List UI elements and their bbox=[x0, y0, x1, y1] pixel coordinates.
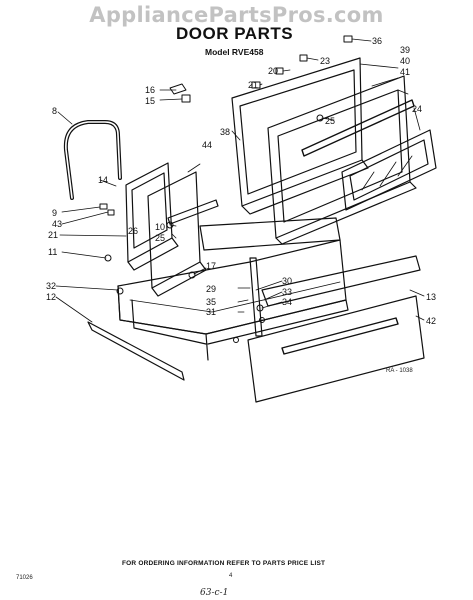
callout-24: 24 bbox=[412, 104, 423, 114]
part-13-rail bbox=[87, 321, 185, 381]
drawer-body bbox=[117, 239, 349, 361]
part-24-window-glass bbox=[341, 129, 437, 211]
callout-35: 34 bbox=[282, 297, 293, 307]
callout-9: 9 bbox=[52, 208, 58, 218]
handwritten-mark: 63-c-1 bbox=[200, 588, 229, 598]
part-38-door-frame bbox=[231, 57, 369, 215]
part-8-gasket-shape bbox=[63, 120, 122, 200]
callout-30: 29 bbox=[206, 284, 217, 294]
drawing-reference: RA - 1038 bbox=[386, 368, 413, 374]
callout-10: 43 bbox=[52, 219, 63, 229]
callout-25-top: 25 bbox=[325, 116, 336, 126]
callout-23: 23 bbox=[320, 56, 331, 66]
document-code: 71026 bbox=[16, 575, 33, 581]
callout-44: 44 bbox=[202, 140, 213, 150]
callout-31: 35 bbox=[206, 297, 217, 307]
callout-29: 17 bbox=[206, 261, 217, 271]
callout-21-mid: 26 bbox=[128, 226, 139, 236]
callout-16: 16 bbox=[145, 85, 156, 95]
callout-14: 14 bbox=[98, 175, 109, 185]
part-21-inner-panel bbox=[125, 162, 179, 271]
watermark: AppliancePartsPros.com bbox=[89, 3, 384, 27]
callout-34: 33 bbox=[282, 287, 293, 297]
callout-26: 25 bbox=[155, 233, 166, 243]
model-number: Model RVE458 bbox=[205, 47, 264, 57]
ordering-note: FOR ORDERING INFORMATION REFER TO PARTS … bbox=[122, 560, 326, 567]
diagram-title: DOOR PARTS bbox=[176, 24, 294, 43]
callout-36: 36 bbox=[372, 36, 383, 46]
callout-21-top: 21 bbox=[248, 80, 259, 90]
callout-17: 11 bbox=[48, 247, 58, 257]
callout-12: 32 bbox=[46, 281, 57, 291]
callout-33: 30 bbox=[282, 276, 293, 286]
callout-13: 12 bbox=[46, 292, 57, 302]
part-42-drawer-front bbox=[247, 255, 425, 403]
callout-40: 40 bbox=[400, 56, 411, 66]
callout-15: 15 bbox=[145, 96, 156, 106]
drawer-back-panel bbox=[199, 217, 341, 251]
callout-8: 8 bbox=[52, 106, 58, 116]
page-number: 4 bbox=[229, 573, 233, 579]
callout-20: 20 bbox=[268, 66, 279, 76]
part-41-outer-door bbox=[267, 75, 417, 245]
callout-25-mid: 10 bbox=[155, 222, 166, 232]
callout-39: 39 bbox=[400, 45, 411, 55]
callout-32: 31 bbox=[206, 307, 217, 317]
part-33-slide-rail bbox=[249, 257, 263, 337]
callout-11: 21 bbox=[48, 230, 59, 240]
callout-41: 41 bbox=[400, 67, 411, 77]
callout-38: 38 bbox=[220, 127, 231, 137]
callout-43: 42 bbox=[426, 316, 437, 326]
callout-leader-lines bbox=[55, 38, 425, 323]
callout-42: 13 bbox=[426, 292, 437, 302]
